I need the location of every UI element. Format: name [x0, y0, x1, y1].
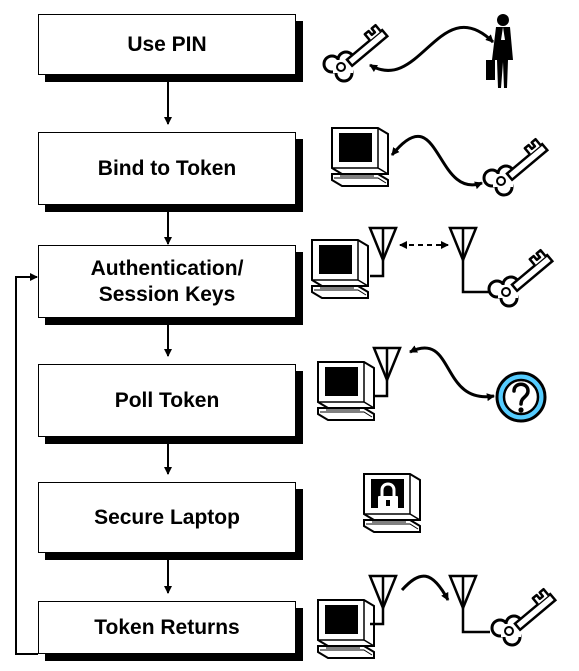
step-label: Bind to Token	[97, 156, 237, 180]
row6-illustration	[317, 574, 557, 659]
step-poll-token: Poll Token	[38, 364, 296, 437]
step-label: Secure Laptop	[94, 505, 240, 529]
step-secure-laptop: Secure Laptop	[38, 482, 296, 553]
step-token-returns: Token Returns	[38, 601, 296, 654]
row4-illustration	[317, 345, 547, 423]
step-authentication-session-keys: Authentication/ Session Keys	[38, 245, 296, 318]
businessman-icon	[486, 14, 513, 88]
step-label-line2: Session Keys	[98, 282, 236, 306]
step-bind-to-token: Bind to Token	[38, 132, 296, 205]
step-label: Use PIN	[127, 32, 207, 56]
padlock-icon	[378, 482, 398, 510]
row5-illustration	[363, 473, 421, 533]
step-label: Poll Token	[114, 388, 220, 412]
step-label-line1: Authentication/	[90, 256, 244, 280]
step-label: Token Returns	[94, 615, 240, 639]
loop-back-arrow	[15, 273, 38, 655]
row2-illustration	[331, 127, 549, 197]
row3-illustration	[311, 226, 554, 308]
step-use-pin: Use PIN	[38, 14, 296, 75]
question-mark-icon	[495, 371, 547, 423]
row1-illustration	[322, 14, 513, 88]
